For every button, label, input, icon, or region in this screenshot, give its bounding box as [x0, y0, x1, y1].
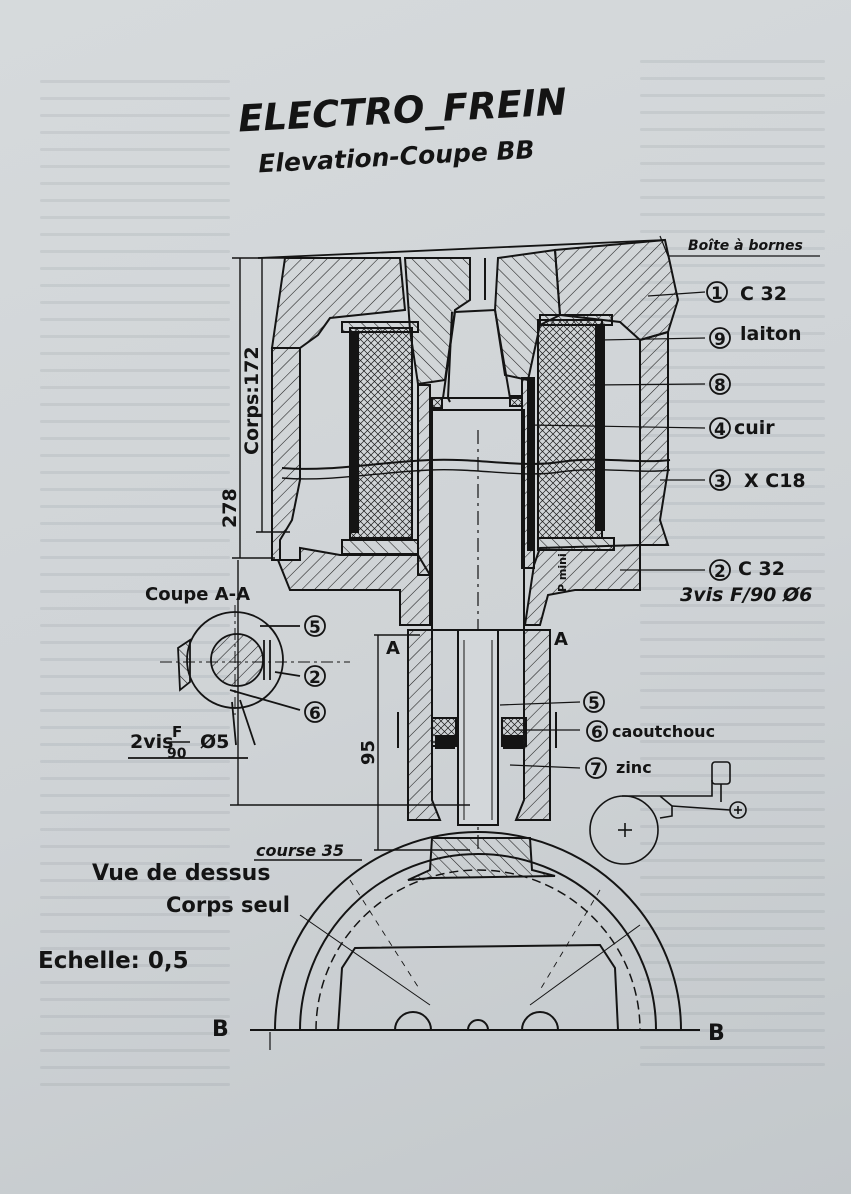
dim-total-278: 278: [219, 488, 241, 528]
lower-body-left: [276, 546, 431, 626]
section-mark-b-left: B: [212, 1017, 229, 1042]
dim-stroke: course 35: [256, 841, 344, 860]
lower-body-right: [523, 543, 641, 626]
callout-3-text: X C18: [744, 470, 806, 492]
dim-body-172: Corps:172: [241, 346, 263, 455]
callout-screws-3: 3vis F/90 Ø6: [680, 584, 812, 606]
callout-6-num: 6: [591, 723, 603, 743]
section-callout-6: 6: [309, 704, 321, 724]
schematic-sketch: [589, 761, 747, 865]
drawing-subtitle: Elevation-Coupe BB: [258, 135, 536, 178]
bleed-through-text-right: [640, 60, 825, 1080]
callout-2-num: 2: [714, 562, 726, 582]
dim-lower-95: 95: [358, 740, 379, 765]
callout-9-text: laiton: [740, 323, 802, 345]
scale-label: Echelle: 0,5: [38, 948, 189, 974]
section-a-a: [128, 605, 350, 759]
callout-5-num: 5: [588, 694, 600, 714]
housing-wall-left: [271, 347, 301, 561]
section-aa-title: Coupe A-A: [145, 584, 250, 605]
callout-terminal-box: Boîte à bornes: [688, 238, 803, 254]
top-view-label-1: Vue de dessus: [92, 861, 270, 886]
callout-4-num: 4: [714, 420, 726, 440]
callout-3-num: 3: [714, 472, 726, 492]
housing-wall-right: [639, 330, 670, 546]
callout-9-num: 9: [714, 330, 726, 350]
section-mark-a-left: A: [386, 638, 400, 659]
screw-note-prefix: 2vis: [130, 731, 173, 753]
callout-1-num: 1: [711, 284, 723, 304]
callout-8-num: 8: [714, 376, 726, 396]
callout-7-num: 7: [590, 760, 602, 780]
section-callout-2: 2: [309, 668, 321, 688]
callout-4-text: cuir: [734, 417, 775, 439]
brass-plate-top-left: [341, 321, 419, 333]
rod-guide-right: [514, 629, 551, 821]
screw-note-numerator: F: [172, 723, 182, 741]
section-mark-a-right: A: [554, 629, 568, 650]
elevation-section: [257, 238, 680, 850]
rod: [457, 629, 499, 826]
rod-guide-left: [407, 629, 442, 821]
coil-right: [537, 319, 603, 539]
callout-1-text: C 32: [740, 283, 787, 305]
screw-note-suffix: Ø5: [200, 731, 229, 753]
top-view: [250, 831, 700, 1050]
dim-play: P mini: [556, 553, 569, 592]
leader-lines: [499, 235, 820, 769]
callout-6-text: caoutchouc: [612, 722, 715, 741]
outer-arc: [274, 831, 682, 1031]
bleed-through-text-left: [40, 80, 230, 1100]
drawing-title: ELECTRO_FREIN: [237, 80, 568, 140]
callout-7-text: zinc: [616, 758, 652, 777]
callouts: Boîte à bornes 1 C 32 9 laiton 8 4 cuir …: [583, 238, 812, 780]
inner-arc: [299, 853, 657, 1031]
terminal-boss: [407, 837, 556, 881]
coil-left: [349, 327, 413, 539]
section-mark-b-right: B: [708, 1021, 725, 1046]
callout-2-text: C 32: [738, 558, 785, 580]
screw-note-denominator: 90: [167, 746, 187, 762]
section-callout-5: 5: [309, 618, 321, 638]
brass-plate-bottom-left: [341, 539, 419, 555]
brass-plate-top-right: [539, 314, 613, 326]
top-view-label-2: Corps seul: [166, 893, 290, 917]
break-line: [281, 458, 671, 470]
